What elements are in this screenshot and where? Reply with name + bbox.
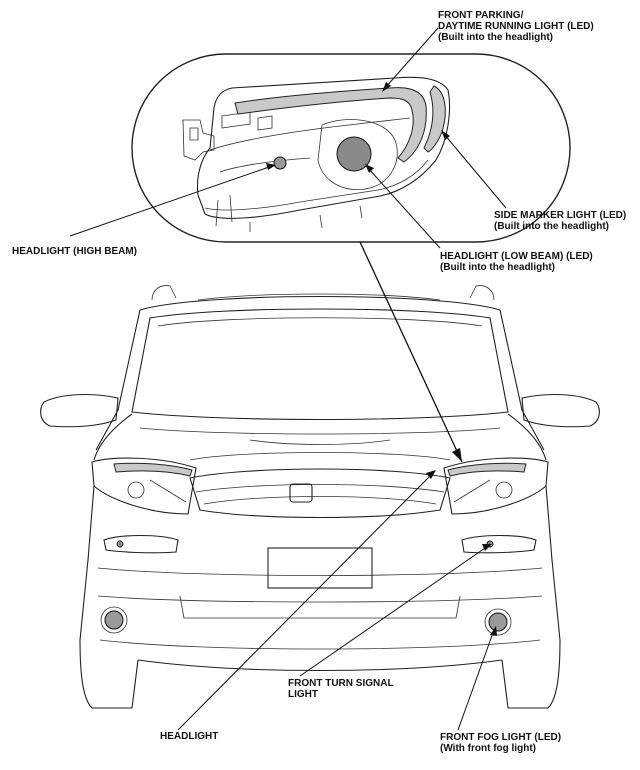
side-marker-line1: SIDE MARKER LIGHT (LED) [494,210,627,221]
detail-pointer-line [359,241,463,463]
low-beam-leader [367,167,441,249]
left-front-turn-signal [103,535,179,554]
front-turn-signal-leader [299,545,489,677]
front-fog-line1: FRONT FOG LIGHT (LED) [440,732,562,743]
front-parking-leader [384,27,439,89]
vehicle-front-drawing [40,285,600,709]
front-turn-signal-line2: LIGHT [288,689,318,700]
low-beam-line2: (Built into the headlight) [440,262,555,273]
high-beam-leader [69,165,273,237]
front-fog-light-label: FRONT FOG LIGHT (LED) (With front fog li… [440,732,561,754]
side-marker-label: SIDE MARKER LIGHT (LED) (Built into the … [494,210,626,232]
left-side-mirror [40,394,119,428]
callout-frame [131,53,571,243]
right-front-fog-light [488,612,508,632]
headlight-leader [177,473,433,731]
front-parking-line1: FRONT PARKING/ [438,10,524,21]
high-beam-lens [273,156,287,170]
front-fog-leader [457,629,495,731]
front-parking-line2: DAYTIME RUNNING LIGHT (LED) [438,21,594,32]
left-headlight [91,457,197,515]
low-beam-line1: HEADLIGHT (LOW BEAM) (LED) [440,251,593,262]
front-grille [189,468,451,519]
front-emblem [289,483,313,503]
headlight-line1: HEADLIGHT [160,731,219,742]
low-beam-label: HEADLIGHT (LOW BEAM) (LED) (Built into t… [440,251,593,273]
detail-pointer-arrowhead [452,448,462,462]
license-plate-area [267,547,373,589]
headlight-assembly-drawing [182,76,451,232]
right-side-mirror [521,394,600,428]
drl-light-bar [234,87,427,163]
front-turn-signal-label: FRONT TURN SIGNAL LIGHT [288,678,394,700]
side-marker-light-lens [423,85,446,153]
front-fog-line2: (With front fog light) [440,743,536,754]
front-parking-line3: (Built into the headlight) [438,32,553,43]
front-turn-signal-line1: FRONT TURN SIGNAL [288,678,394,689]
right-front-turn-signal [461,535,537,554]
side-marker-leader [443,133,507,209]
headlight-label: HEADLIGHT [160,731,218,742]
high-beam-label: HEADLIGHT (HIGH BEAM) [12,246,137,257]
headlight-detail-callout [131,53,571,243]
low-beam-lens [336,136,372,172]
left-front-fog-light [104,610,124,630]
right-headlight [443,457,549,515]
high-beam-line1: HEADLIGHT (HIGH BEAM) [12,246,137,257]
side-marker-line2: (Built into the headlight) [494,221,609,232]
front-parking-drl-label: FRONT PARKING/ DAYTIME RUNNING LIGHT (LE… [438,10,594,43]
